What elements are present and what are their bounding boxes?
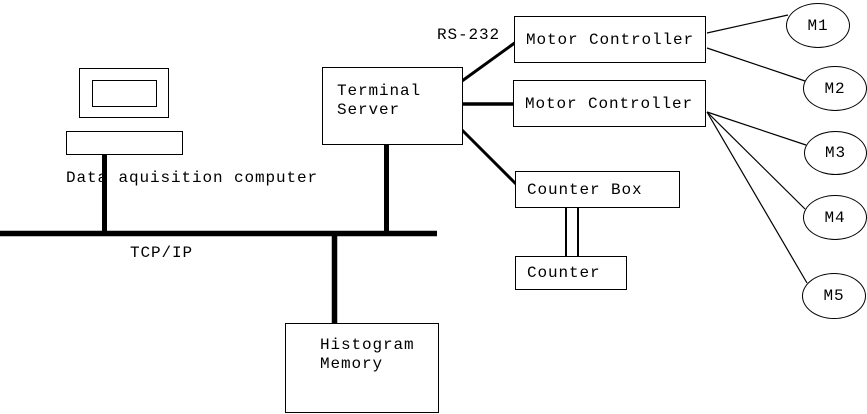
- terminal-server-to-motor-controller-1-line: [461, 40, 517, 83]
- monitor-screen-icon: [92, 80, 157, 107]
- motor-controller-1-to-m2-line: [706, 47, 806, 82]
- motor-m1-node: M1: [786, 3, 850, 48]
- rs232-label: RS-232: [437, 26, 501, 44]
- histogram-memory-node: Histogram Memory: [285, 323, 439, 413]
- motor-controller-1-to-m1-line: [706, 14, 789, 34]
- motor-controller-2-node: Motor Controller: [513, 80, 706, 127]
- motor-controller-2-to-m4-line: [706, 111, 806, 210]
- motor-controller-2-to-m3-line: [706, 111, 807, 146]
- tcp-ip-label: TCP/IP: [130, 244, 194, 262]
- counter-node: Counter: [515, 256, 627, 290]
- motor-m4-node: M4: [803, 195, 867, 240]
- motor-m5-node: M5: [802, 273, 866, 319]
- monitor-icon: [79, 68, 169, 118]
- terminal-server-node: Terminal Server: [322, 67, 463, 145]
- motor-controller-1-node: Motor Controller: [514, 16, 706, 63]
- terminal-server-to-counter-box-line: [459, 127, 519, 187]
- counter-box-node: Counter Box: [515, 171, 680, 208]
- keyboard-icon: [66, 131, 183, 155]
- motor-controller-2-to-m5-line: [706, 111, 808, 284]
- motor-m3-node: M3: [804, 131, 867, 175]
- computer-label: Data aquisition computer: [66, 169, 319, 187]
- motor-m2-node: M2: [803, 66, 867, 111]
